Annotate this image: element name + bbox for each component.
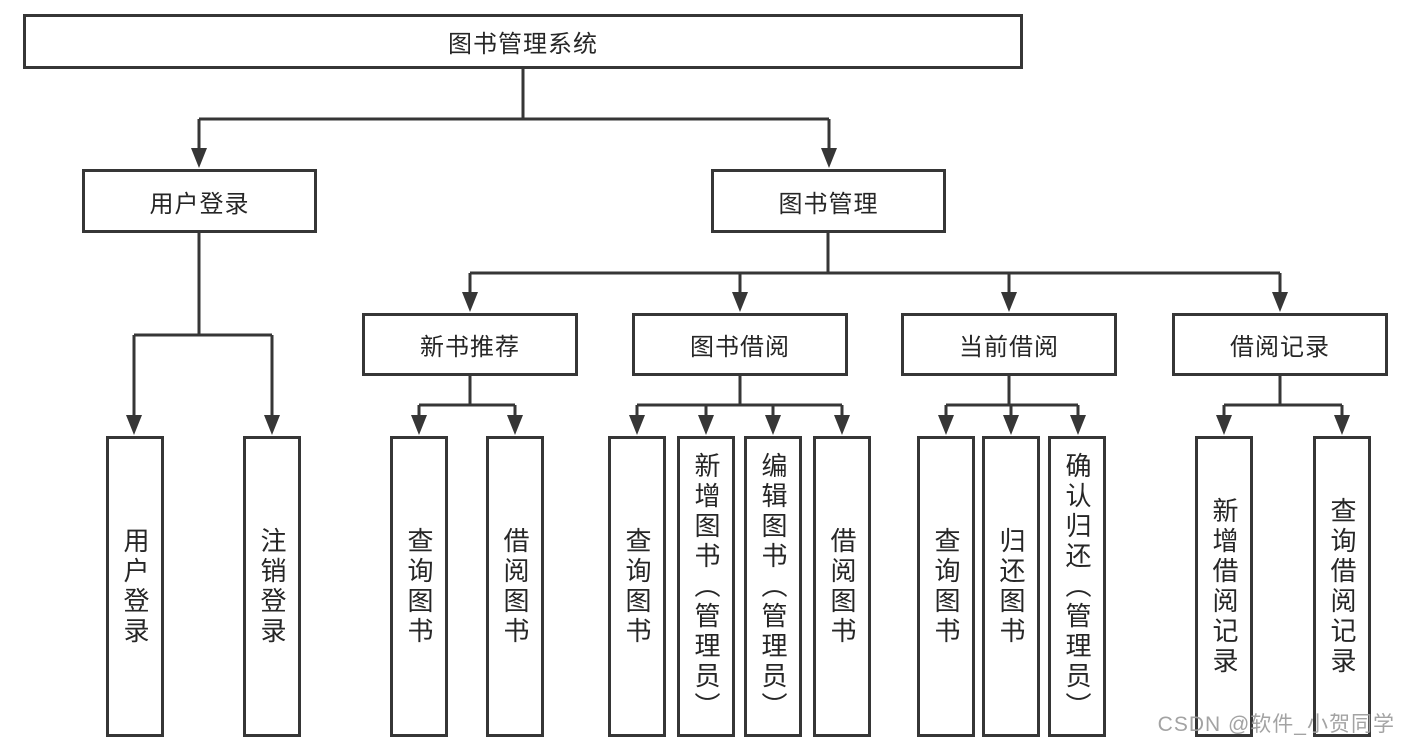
leaf-return-book: 归还图书	[982, 436, 1040, 737]
node-label: 用户登录	[149, 190, 250, 218]
leaf-label: 用户登录	[120, 526, 150, 647]
leaf-label: 归还图书	[996, 526, 1026, 647]
leaf-label: 新增图书（管理员）	[691, 451, 721, 722]
leaf-query-books-recommend: 查询图书	[390, 436, 448, 737]
leaf-borrow-books-borrowing: 借阅图书	[813, 436, 871, 737]
leaf-add-book-admin: 新增图书（管理员）	[677, 436, 735, 737]
leaf-query-books-current: 查询图书	[917, 436, 975, 737]
node-label: 借阅记录	[1230, 334, 1330, 361]
leaf-label: 注销登录	[257, 526, 287, 647]
leaf-logout: 注销登录	[243, 436, 301, 737]
leaf-label: 新增借阅记录	[1209, 496, 1239, 677]
leaf-label: 借阅图书	[500, 526, 530, 647]
node-new-book-recommend: 新书推荐	[362, 313, 578, 376]
leaf-label: 查询借阅记录	[1327, 496, 1357, 677]
leaf-query-borrow-record: 查询借阅记录	[1313, 436, 1371, 737]
leaf-label: 查询图书	[404, 526, 434, 647]
csdn-watermark: CSDN @软件_小贺同学	[1157, 713, 1395, 736]
node-label: 新书推荐	[420, 334, 520, 361]
leaf-add-borrow-record: 新增借阅记录	[1195, 436, 1253, 737]
leaf-label: 查询图书	[622, 526, 652, 647]
node-book-management: 图书管理	[711, 169, 946, 233]
leaf-label: 查询图书	[931, 526, 961, 647]
node-borrow-records: 借阅记录	[1172, 313, 1388, 376]
leaf-user-login: 用户登录	[106, 436, 164, 737]
node-label: 当前借阅	[959, 334, 1059, 361]
node-current-borrowing: 当前借阅	[901, 313, 1117, 376]
leaf-query-books-borrowing: 查询图书	[608, 436, 666, 737]
leaf-label: 确认归还（管理员）	[1062, 451, 1092, 722]
node-system-root: 图书管理系统	[23, 14, 1023, 69]
node-book-borrowing: 图书借阅	[632, 313, 848, 376]
node-user-login: 用户登录	[82, 169, 317, 233]
node-label: 图书管理	[778, 190, 879, 218]
node-label: 图书借阅	[690, 334, 790, 361]
leaf-confirm-return-admin: 确认归还（管理员）	[1048, 436, 1106, 737]
node-label: 图书管理系统	[448, 31, 598, 58]
leaf-edit-book-admin: 编辑图书（管理员）	[744, 436, 802, 737]
leaf-borrow-books-recommend: 借阅图书	[486, 436, 544, 737]
leaf-label: 借阅图书	[827, 526, 857, 647]
leaf-label: 编辑图书（管理员）	[758, 451, 788, 722]
